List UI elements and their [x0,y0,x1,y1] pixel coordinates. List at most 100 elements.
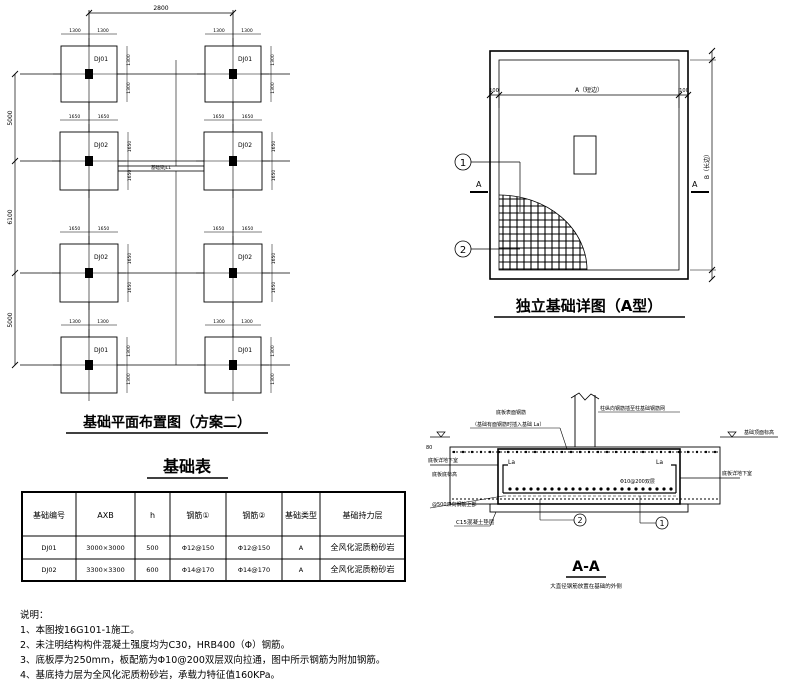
table-cell: 全风化泥质粉砂岩 [331,542,395,552]
column-block [85,268,93,278]
footing-dim: 1300 [126,345,132,357]
footing-3: DJ02 1650 1650 1650 1650 [52,114,133,198]
footing-dim: 1300 [213,319,225,325]
table-header-cell: h [150,511,155,520]
plan-dim-top: 2800 [153,5,168,12]
table-cell: DJ02 [41,566,56,574]
footing-dim: 1650 [127,282,133,294]
section-mark-right: A [692,180,698,189]
footing-dim: 1300 [270,345,276,357]
footing-dim: 1650 [271,141,277,153]
table-header-cell: 钢筋① [186,510,209,520]
table-cell: Φ14@170 [182,566,214,574]
rebar-dots [452,450,717,491]
footing-dim: 1300 [97,319,109,325]
column-block [229,360,237,370]
section-subtitle: 大直径钢筋放置在基础的外侧 [550,582,622,590]
detail-callout-1: 1 [460,158,466,169]
footing-label: DJ02 [238,142,252,149]
section-label-cushion: C15混凝土垫层 [456,518,495,526]
footing-dim: 1650 [271,253,277,265]
table-cell: Φ12@150 [238,544,270,552]
footing-dim: 1300 [97,28,109,34]
plan-title: 基础平面布置图（方案二） [83,414,251,431]
footing-dim: 1650 [271,170,277,182]
column-block [229,69,237,79]
table-header-cell: 基础类型 [285,510,317,520]
table-header-cell: 基础编号 [33,510,65,520]
table-header-cell: 基础持力层 [343,510,383,520]
footing-dim: 1300 [270,373,276,385]
rebar-grid [499,195,587,270]
footing-dim: 1650 [213,226,225,232]
notes-block: 说明： 1、本图按16G101-1施工。 2、未注明结构构件混凝土强度均为C30… [20,608,540,683]
section-aa: 底板表面钢筋 （基础有面钢筋时插入基础 La） 柱纵向钢筋插至柱基础钢筋网 基础… [426,392,778,590]
section-callout-2: 2 [577,516,582,525]
table-cell: A [299,566,304,574]
table-cell: 3300×3300 [86,566,125,574]
section-label-bottom-elev: 底板详地下室 [428,457,458,464]
foundation-plan: 2800 5000 6100 5000 基础梁JL1 DJ01 1300 1300 1… [7,5,290,434]
footing-dim: 1650 [98,114,110,120]
plan-dim-left-2: 6100 [7,209,14,224]
notes-heading: 说明： [20,610,49,621]
section-label-bottom-note: 底板底标高 [432,471,457,478]
section-label-anchor-right: La [656,459,663,466]
section-label-top-bar-note: （基础有面钢筋时插入基础 La） [472,421,544,428]
note-item-1: 1、本图按16G101-1施工。 [20,625,140,636]
table-cell: 全风化泥质粉砂岩 [331,564,395,574]
tie-beam-label: 基础梁JL1 [151,164,171,171]
section-label-top-bar: 底板表面钢筋 [496,409,526,416]
plan-dim-left-1: 5000 [7,110,14,125]
note-item-3: 3、底板厚为250mm，板配筋为Φ10@200双层双向拉通，图中所示钢筋为附加钢… [20,655,386,666]
footing-dim: 1300 [270,54,276,66]
section-label-bottom-elev-2: 底板详地下室 [722,470,752,477]
footing-dim: 1650 [69,114,81,120]
footing-dim: 1300 [69,28,81,34]
footing-dim: 1650 [127,170,133,182]
footing-dim: 1650 [127,253,133,265]
footing-dim: 1300 [126,54,132,66]
footing-label: DJ01 [238,56,252,63]
section-mark-left: A [476,180,482,189]
footing-dim: 1650 [213,114,225,120]
column-block [229,156,237,166]
footing-dim: 1650 [271,282,277,294]
footing-label: DJ01 [238,347,252,354]
table-cell: DJ01 [41,544,56,552]
footing-label: DJ02 [94,254,108,261]
table-cell: 3000×3000 [86,544,125,552]
footing-dim: 1300 [126,82,132,94]
table-cell: 500 [146,544,158,552]
detail-dim-a: A（短边） [575,86,603,94]
footing-dim: 1300 [69,319,81,325]
section-label-column-bar: 柱纵向钢筋插至柱基础钢筋网 [600,405,665,412]
plan-dim-left-3: 5000 [7,312,14,327]
column-block [229,268,237,278]
note-item-2: 2、未注明结构构件混凝土强度均为C30，HRB400（Φ）钢筋。 [20,640,291,651]
column-block [85,156,93,166]
footing-dim: 1650 [127,141,133,153]
column-block [85,69,93,79]
table-header-cell: 钢筋② [242,510,265,520]
footing-dim: 1300 [213,28,225,34]
footing-label: DJ02 [94,142,108,149]
column-outline [573,135,597,175]
footing-label: DJ02 [238,254,252,261]
footing-dim: 1300 [126,373,132,385]
table-cell: 600 [146,566,158,574]
table-cell: A [299,544,304,552]
section-title: A-A [572,559,600,575]
